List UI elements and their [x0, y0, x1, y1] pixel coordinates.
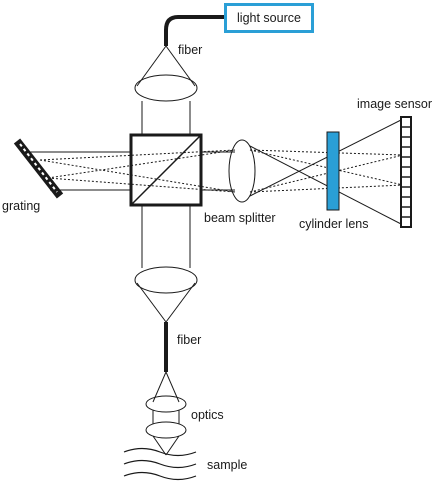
- image-sensor-label: image sensor: [357, 97, 433, 111]
- bottom-cone-right: [165, 282, 196, 323]
- dotted-ray-1: [39, 149, 236, 161]
- sample-cone-right: [165, 435, 180, 456]
- sample-cone-left: [152, 435, 167, 456]
- top-fiber: [164, 15, 224, 46]
- optics-lens-lower: [145, 421, 187, 439]
- top-lens: [134, 74, 198, 102]
- sample-label: sample: [207, 458, 248, 472]
- dotted-ray-3: [39, 159, 236, 193]
- light-source-label: light source: [237, 11, 301, 25]
- fiber-top-label: fiber: [178, 43, 203, 57]
- light-source-box: light source: [224, 3, 314, 33]
- grating-label: grating: [2, 199, 41, 213]
- fiber-bottom-label: fiber: [177, 333, 202, 347]
- beam-splitter-cube: [129, 133, 203, 207]
- dotted-ray-4: [47, 149, 236, 179]
- optics-label: optics: [191, 408, 224, 422]
- beam-splitter-label: beam splitter: [204, 211, 276, 225]
- bottom-lens: [134, 266, 198, 294]
- beam-splitter-diagonal: [130, 134, 202, 206]
- image-sensor-element: [400, 116, 412, 228]
- sample-wave-3: [123, 471, 197, 481]
- bottom-cone-left: [136, 282, 167, 323]
- focusing-lens: [228, 139, 256, 203]
- cylinder-lens-label: cylinder lens: [299, 217, 369, 231]
- sample-wave-1: [123, 447, 197, 457]
- grating-element: [13, 138, 64, 199]
- cylinder-lens-element: [326, 131, 340, 211]
- optics-lens-upper: [145, 395, 187, 413]
- sample-wave-2: [123, 459, 197, 469]
